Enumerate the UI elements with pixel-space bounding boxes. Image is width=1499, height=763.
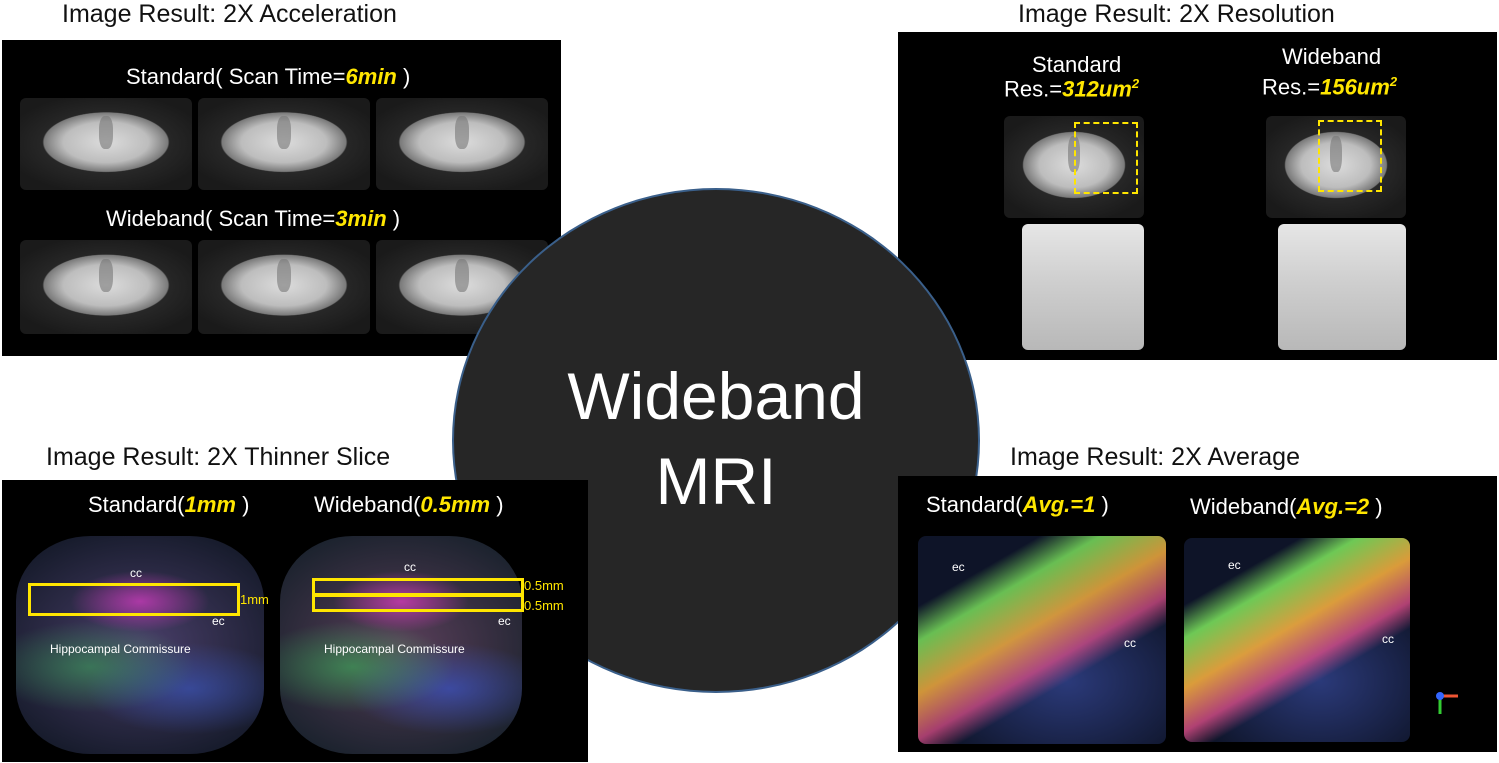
- acceleration-wideband-label: Wideband( Scan Time=3min ): [106, 206, 401, 231]
- standard-brain-slice-3: [376, 98, 548, 190]
- standard-tractography-image: [918, 536, 1166, 744]
- resolution-wideband-res: Res.=156um2: [1262, 74, 1398, 100]
- resolution-wideband-label: Wideband: [1282, 44, 1382, 69]
- acceleration-panel: Standard( Scan Time=6min ) Wideband( Sca…: [2, 40, 561, 356]
- wideband-slice-box-2: [312, 593, 524, 612]
- resolution-panel: Standard Res.=312um2 Wideband Res.=156um…: [898, 32, 1497, 360]
- resolution-title: Image Result: 2X Resolution: [1018, 0, 1335, 28]
- standard-cc-label: cc: [130, 566, 142, 580]
- wideband-dti-image: [280, 536, 522, 754]
- average-panel: Standard(Avg.=1 ) Wideband(Avg.=2 ) ec c…: [898, 476, 1497, 752]
- thinner-title: Image Result: 2X Thinner Slice: [46, 443, 391, 471]
- resolution-standard-label: Standard: [1032, 52, 1122, 77]
- wideband-commissure-label: Hippocampal Commissure: [324, 642, 465, 656]
- standard-slice-box: [28, 583, 240, 616]
- standard-commissure-label: Hippocampal Commissure: [50, 642, 191, 656]
- acceleration-title: Image Result: 2X Acceleration: [62, 0, 397, 28]
- thinner-standard-label: Standard(1mm ): [88, 492, 250, 517]
- standard-brain-slice-2: [198, 98, 370, 190]
- standard-zoom-box: [1074, 122, 1138, 194]
- wideband-resolution-brain: [1266, 116, 1406, 218]
- average-standard-label: Standard(Avg.=1 ): [926, 492, 1109, 517]
- standard-ec-label: ec: [212, 614, 225, 628]
- wideband-ec-label: ec: [1228, 558, 1241, 572]
- standard-dti-image: [16, 536, 264, 754]
- standard-ec-label: ec: [952, 560, 965, 574]
- standard-zoom-image: [1022, 224, 1144, 350]
- wideband-cc-label: cc: [1382, 632, 1394, 646]
- resolution-standard-res: Res.=312um2: [1004, 76, 1140, 102]
- wideband-ec-label: ec: [498, 614, 511, 628]
- wideband-slice-thickness-1: 0.5mm: [524, 578, 564, 593]
- acceleration-standard-label: Standard( Scan Time=6min ): [126, 64, 411, 89]
- wideband-zoom-image: [1278, 224, 1406, 350]
- wideband-brain-slice-1: [20, 240, 192, 334]
- thinner-wideband-label: Wideband(0.5mm ): [314, 492, 504, 517]
- wideband-cc-label: cc: [404, 560, 416, 574]
- center-title-line2: MRI: [655, 444, 777, 518]
- wideband-brain-slice-2: [198, 240, 370, 334]
- thinner-panel: Standard(1mm ) Wideband(0.5mm ) cc ec Hi…: [2, 480, 588, 762]
- axis-orientation-icon: [1436, 692, 1458, 714]
- standard-brain-slice-1: [20, 98, 192, 190]
- wideband-tractography-image: [1184, 538, 1410, 742]
- standard-slice-thickness: 1mm: [240, 592, 269, 607]
- center-title-line1: Wideband: [567, 359, 865, 433]
- standard-cc-label: cc: [1124, 636, 1136, 650]
- wideband-slice-thickness-2: 0.5mm: [524, 598, 564, 613]
- wideband-zoom-box: [1318, 120, 1382, 192]
- average-wideband-label: Wideband(Avg.=2 ): [1190, 494, 1383, 519]
- average-title: Image Result: 2X Average: [1010, 443, 1300, 471]
